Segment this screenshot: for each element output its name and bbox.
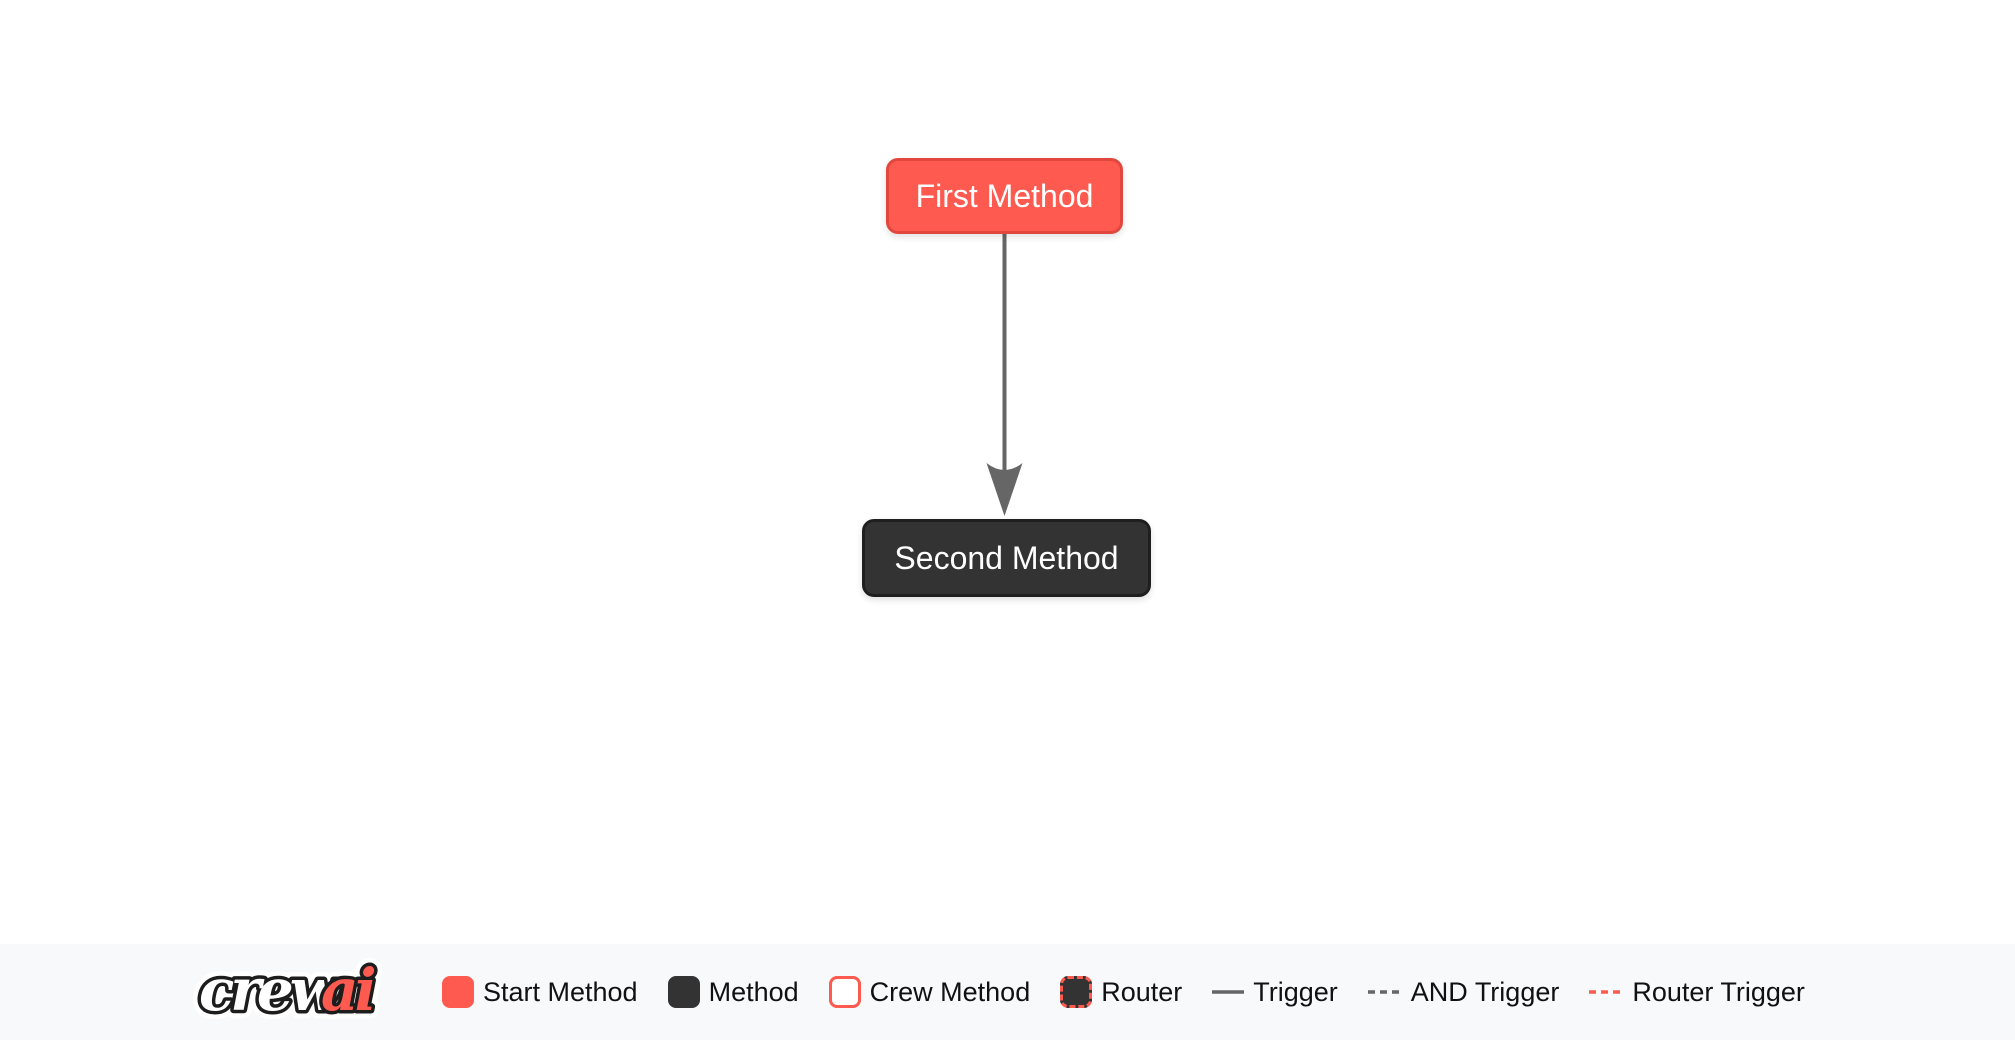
flow-canvas[interactable]: First Method Second Method [0, 0, 2015, 944]
logo-text-ai: ai [321, 956, 375, 1024]
node-second-method[interactable]: Second Method [862, 519, 1151, 597]
edge-arrowhead-icon [986, 463, 1023, 516]
edge-trigger[interactable] [986, 234, 1023, 516]
legend-item-label: Router [1101, 976, 1183, 1007]
router-trigger-line-icon [1589, 990, 1624, 994]
legend-item-label: Crew Method [869, 976, 1031, 1007]
legend-item-method: Method [667, 976, 799, 1008]
legend-item-label: Start Method [483, 976, 638, 1007]
and-trigger-line-icon [1367, 990, 1402, 994]
crew-method-swatch-icon [828, 976, 861, 1008]
legend-item-router-trigger: Router Trigger [1589, 976, 1805, 1007]
legend-item-trigger: Trigger [1212, 976, 1338, 1007]
legend-item-start-method: Start Method [442, 976, 638, 1008]
method-swatch-icon [667, 976, 700, 1008]
legend-item-label: Method [708, 976, 799, 1007]
router-swatch-icon [1060, 976, 1093, 1008]
start-method-swatch-icon [442, 976, 474, 1008]
legend-item-label: AND Trigger [1410, 976, 1560, 1007]
node-first-method[interactable]: First Method [886, 158, 1123, 234]
logo-text-crew: crew [199, 956, 342, 1024]
trigger-line-icon [1212, 990, 1245, 994]
logo-halo-crew: crew [199, 956, 342, 1024]
legend-items: Start Method Method Crew Method Router T… [442, 976, 1805, 1008]
legend-item-router: Router [1060, 976, 1182, 1008]
crewai-logo: crew ai crew ai [193, 952, 387, 1032]
legend-item-and-trigger: AND Trigger [1367, 976, 1560, 1007]
legend-bar: crew ai crew ai Start Method Method Crew… [0, 944, 2015, 1040]
legend-item-crew-method: Crew Method [828, 976, 1031, 1008]
edge-layer [986, 234, 1023, 516]
legend-item-label: Trigger [1253, 976, 1338, 1007]
legend-item-label: Router Trigger [1632, 976, 1805, 1007]
